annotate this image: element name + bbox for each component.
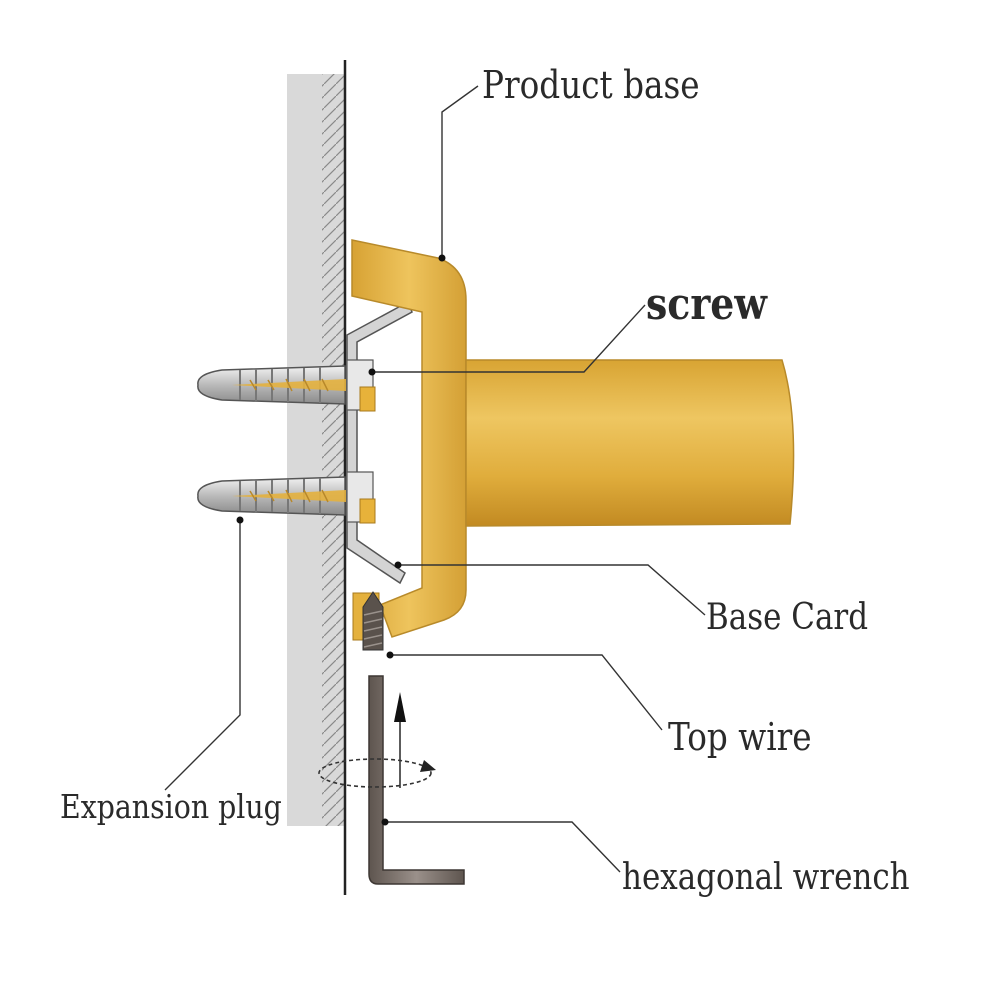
leader-screw	[372, 304, 646, 373]
wall-hatching	[322, 74, 345, 826]
screw-tip-upper	[359, 386, 376, 412]
product-base	[351, 239, 467, 641]
leader-base-card	[398, 564, 706, 616]
rotation-arrows	[318, 692, 436, 788]
screw-tip-lower	[359, 498, 376, 524]
label-hexagonal-wrench: hexagonal wrench	[622, 857, 910, 898]
base-card	[346, 300, 413, 585]
leader-lines	[164, 85, 706, 873]
leader-product-base	[441, 85, 479, 258]
rotation-ellipse	[318, 758, 432, 788]
label-screw: screw	[646, 279, 767, 330]
label-product-base: Product base	[482, 63, 700, 107]
top-wire	[362, 591, 384, 651]
leader-expansion-plug	[164, 520, 241, 791]
rotation-arrow-head-icon	[420, 760, 436, 772]
label-base-card: Base Card	[706, 597, 869, 638]
leader-top-wire	[390, 654, 663, 731]
spout-body	[465, 359, 795, 527]
expansion-plug-upper	[197, 365, 346, 405]
label-top-wire: Top wire	[668, 715, 812, 759]
up-arrow-head-icon	[394, 692, 406, 722]
label-expansion-plug: Expansion plug	[60, 787, 282, 826]
expansion-plug-lower	[197, 476, 346, 516]
leader-hexagonal-wrench	[385, 821, 621, 873]
hexagonal-wrench	[368, 675, 465, 885]
